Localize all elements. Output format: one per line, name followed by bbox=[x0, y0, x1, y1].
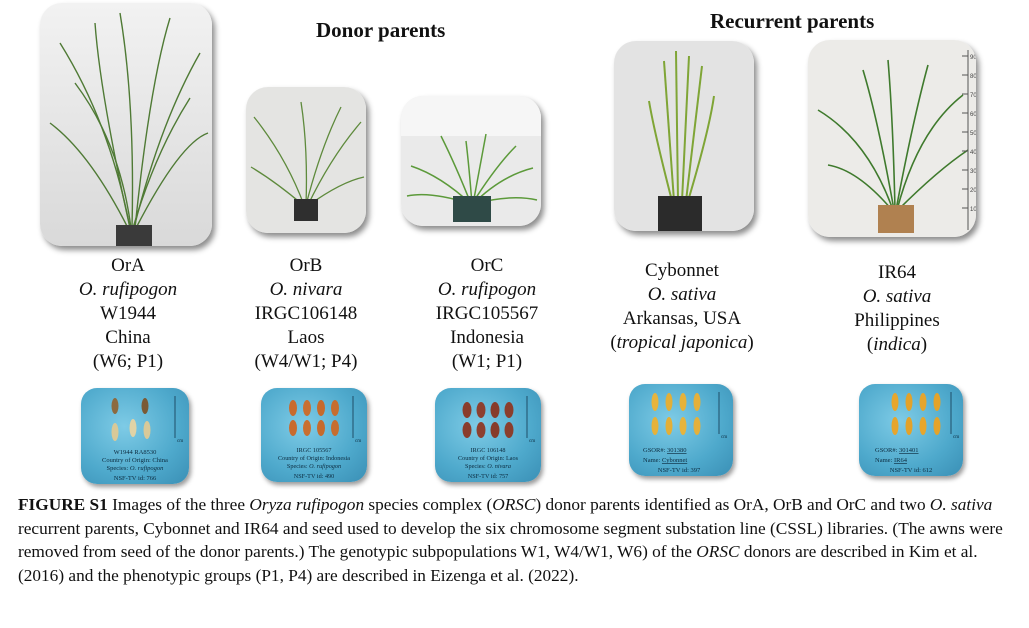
ir64-species: O. sativa bbox=[862, 286, 932, 307]
cybonnet-card-line4: NSF-TV id: 397 bbox=[658, 467, 701, 474]
orc-card-unit: cm bbox=[529, 439, 535, 444]
ora-code: OrA bbox=[111, 255, 145, 276]
caption-italic-3: O. sativa bbox=[929, 495, 993, 514]
cybonnet-subpop: (tropical japonica) bbox=[610, 332, 754, 353]
cybonnet-seed-card: cm GSOR#: 301380 Name: Cybonnet NSF-TV i… bbox=[629, 384, 733, 476]
ora-species: O. rufipogon bbox=[78, 279, 178, 300]
ir64-seed-card: cm GSOR#: 301401 Name: IR64 NSF-TV id: 6… bbox=[859, 384, 963, 476]
orb-plant-photo bbox=[246, 87, 366, 233]
cybonnet-origin: Arkansas, USA bbox=[622, 308, 742, 329]
ruler-tick-label: 80 bbox=[970, 74, 976, 80]
ir64-code: IR64 bbox=[877, 262, 916, 283]
orc-label: OrC O. rufipogon IRGC105567 Indonesia (W… bbox=[436, 254, 538, 374]
orc-code: OrC bbox=[470, 255, 504, 276]
ir64-subpop: (indica) bbox=[866, 334, 928, 355]
figure-label: FIGURE S1 bbox=[18, 495, 108, 514]
ora-origin: China bbox=[105, 327, 151, 348]
caption-italic-2: ORSC bbox=[492, 495, 536, 514]
orb-code: OrB bbox=[289, 255, 323, 276]
ruler-tick-label: 60 bbox=[970, 112, 976, 118]
orb-seed-card: cm IRGC 105567 Country of Origin: Indone… bbox=[261, 388, 367, 482]
orb-card-unit: cm bbox=[355, 439, 361, 444]
ora-card-line3: Species: O. rufipogon bbox=[107, 465, 164, 472]
ora-accession: W1944 bbox=[100, 303, 156, 324]
cybonnet-card-unit: cm bbox=[721, 435, 727, 440]
cybonnet-card-line1: GSOR#: 301380 bbox=[643, 447, 687, 454]
orc-species: O. rufipogon bbox=[437, 279, 537, 300]
orb-card-line4: NSF-TV id: 490 bbox=[294, 473, 334, 480]
recurrent-parents-heading: Recurrent parents bbox=[710, 9, 875, 33]
orb-accession: IRGC106148 bbox=[254, 303, 358, 324]
ir64-seeds bbox=[891, 393, 941, 435]
figure-caption: FIGURE S1 Images of the three Oryza rufi… bbox=[18, 493, 1022, 587]
orc-card-line3: Species: O. nivara bbox=[465, 463, 511, 470]
ruler-tick-label: 40 bbox=[970, 150, 976, 156]
caption-text-2: species complex ( bbox=[364, 495, 493, 514]
cybonnet-code: Cybonnet bbox=[645, 260, 719, 281]
orb-seeds bbox=[289, 400, 339, 436]
orc-seed-card: cm IRGC 106148 Country of Origin: Laos S… bbox=[435, 388, 541, 482]
ora-seeds bbox=[111, 398, 151, 441]
orc-plant-photo bbox=[401, 96, 541, 226]
ir64-card-line2: Name: IR64 bbox=[875, 457, 908, 464]
orc-accession: IRGC105567 bbox=[435, 303, 539, 324]
ora-plant-photo bbox=[40, 3, 212, 246]
ora-label: OrA O. rufipogon W1944 China (W6; P1) bbox=[79, 254, 177, 374]
ruler-tick-label: 70 bbox=[970, 93, 976, 99]
cybonnet-seeds bbox=[651, 393, 701, 435]
cybonnet-card-line2: Name: Cybonnet bbox=[643, 457, 687, 464]
ora-card-unit: cm bbox=[177, 439, 183, 444]
ir64-origin: Philippines bbox=[854, 310, 940, 331]
orc-group: (W1; P1) bbox=[451, 351, 523, 372]
cybonnet-plant-photo bbox=[614, 41, 754, 231]
orb-card-line1: IRGC 105567 bbox=[297, 447, 332, 454]
ruler-tick-label: 50 bbox=[970, 131, 976, 137]
ir64-card-unit: cm bbox=[953, 435, 959, 440]
ruler-tick-label: 10 bbox=[970, 207, 976, 213]
ora-card-line4: NSF-TV id: 766 bbox=[114, 475, 157, 482]
ruler-tick-label: 90 bbox=[970, 55, 976, 61]
cybonnet-subpop-text: tropical japonica bbox=[616, 332, 748, 353]
caption-italic-4: ORSC bbox=[696, 542, 740, 562]
ruler-tick-label: 30 bbox=[970, 169, 976, 175]
ruler-tick-label: 20 bbox=[970, 188, 976, 194]
cybonnet-species: O. sativa bbox=[647, 284, 717, 305]
ora-card-line2: Country of Origin: China bbox=[102, 457, 168, 464]
orc-origin: Indonesia bbox=[450, 327, 524, 348]
caption-text-5: donors are described in Kim et al. (2016… bbox=[18, 542, 978, 585]
caption-text-3: ) donor parents identified as OrA, OrB a… bbox=[535, 495, 930, 514]
orc-card-line1: IRGC 106148 bbox=[471, 447, 506, 454]
orb-label: OrB O. nivara IRGC106148 Laos (W4/W1; P4… bbox=[255, 254, 358, 374]
donor-parents-heading: Donor parents bbox=[316, 18, 446, 42]
ir64-label: IR64 O. sativa Philippines (indica) bbox=[854, 261, 940, 357]
orb-card-line3: Species: O. rufipogon bbox=[287, 463, 341, 470]
cybonnet-label: Cybonnet O. sativa Arkansas, USA (tropic… bbox=[610, 259, 753, 355]
ora-card-line1: W1944 RA8530 bbox=[114, 449, 157, 456]
orb-group: (W4/W1; P4) bbox=[254, 351, 358, 372]
caption-italic-1: Oryza rufipogon bbox=[249, 495, 365, 514]
caption-text-1: Images of the three bbox=[107, 495, 250, 514]
orc-card-line2: Country of Origin: Laos bbox=[458, 455, 519, 462]
orc-seeds bbox=[462, 402, 514, 438]
ora-seed-card: cm W1944 RA8530 Country of Origin: China… bbox=[81, 388, 189, 484]
ir64-card-line1: GSOR#: 301401 bbox=[875, 447, 919, 454]
orb-origin: Laos bbox=[287, 327, 325, 348]
ir64-plant-photo: 90 80 70 60 50 40 30 20 10 bbox=[808, 40, 976, 237]
orc-card-line4: NSF-TV id: 757 bbox=[468, 473, 508, 480]
caption-text-4: recurrent parents, Cybonnet and IR64 and… bbox=[18, 518, 1003, 562]
ir64-subpop-text: indica bbox=[873, 334, 921, 355]
ir64-card-line4: NSF-TV id: 612 bbox=[890, 467, 933, 474]
orb-card-line2: Country of Origin: Indonesia bbox=[278, 455, 350, 462]
ora-group: (W6; P1) bbox=[92, 351, 164, 372]
orb-species: O. nivara bbox=[269, 279, 343, 300]
